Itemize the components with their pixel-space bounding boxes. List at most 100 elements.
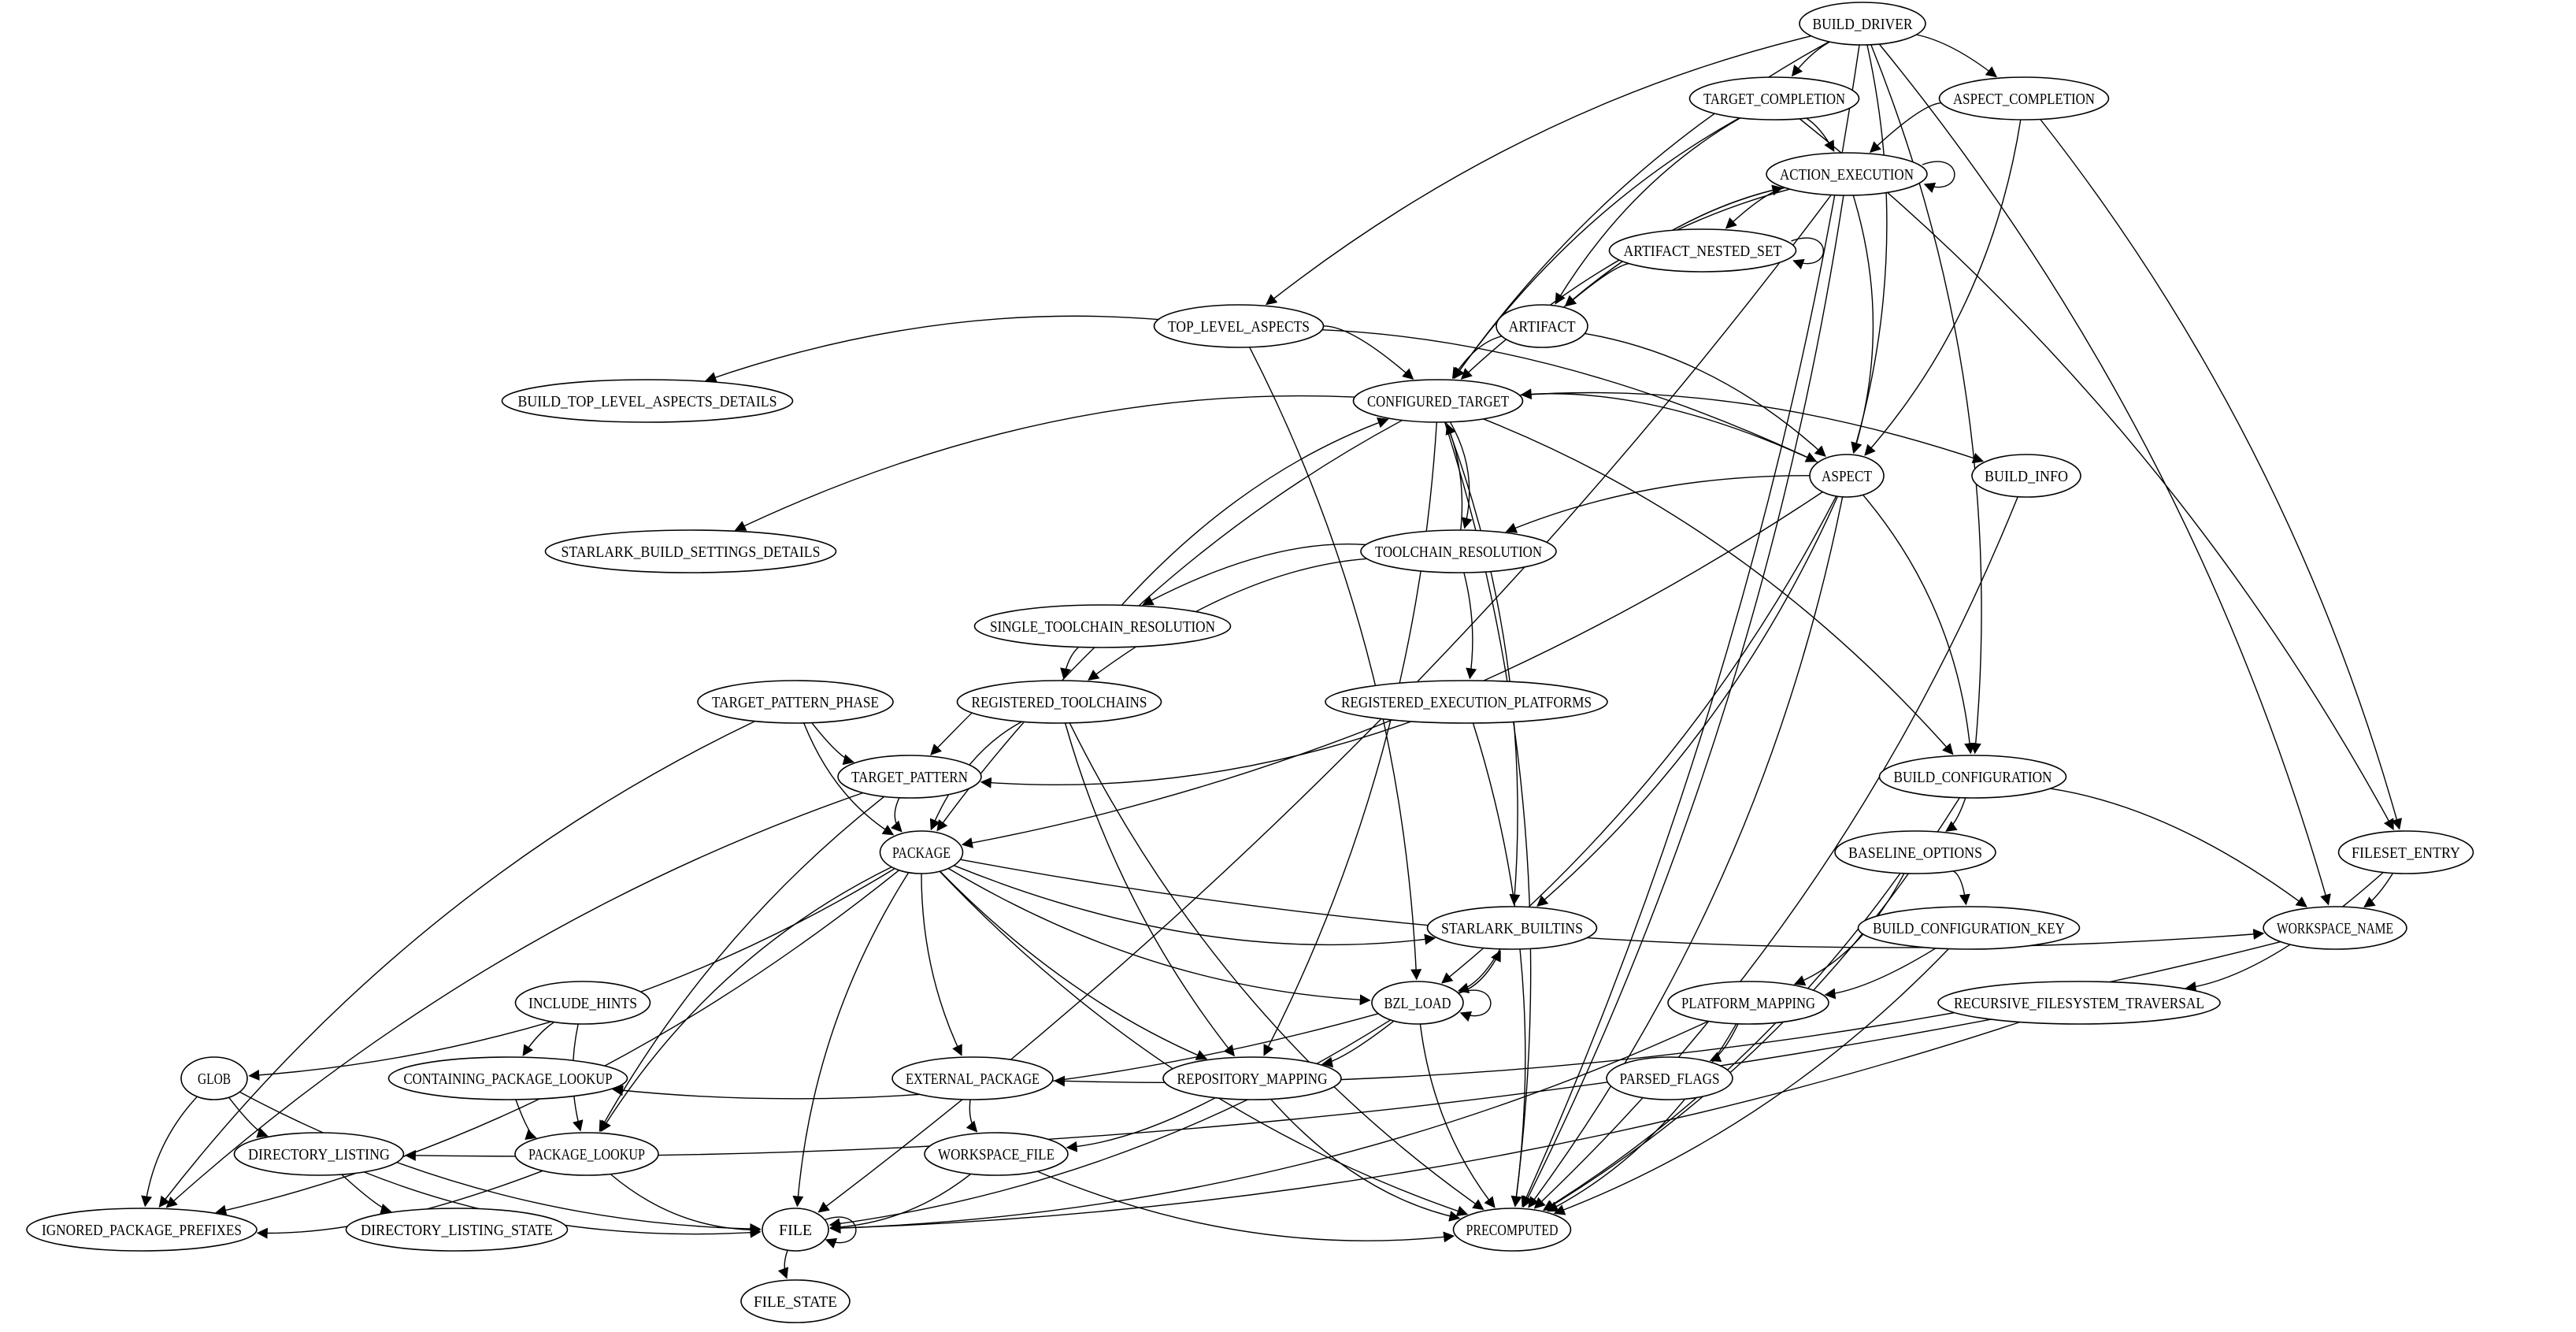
graph-edge-baseline_options-to-precomputed <box>1543 873 1901 1211</box>
node-ellipse <box>1857 906 2081 950</box>
node-label: GLOB <box>198 1070 231 1088</box>
node-label: CONTAINING_PACKAGE_LOOKUP <box>404 1070 613 1088</box>
graph-node-directory-listing: DIRECTORY_LISTING <box>233 1132 405 1176</box>
node-label: STARLARK_BUILTINS <box>1441 920 1583 937</box>
node-ellipse <box>1352 379 1524 423</box>
node-label: PACKAGE_LOOKUP <box>528 1146 645 1163</box>
graph-edge-build_configuration-to-baseline_options <box>1945 797 1966 832</box>
graph-edge-build_driver-to-workspace_name <box>1878 43 2331 906</box>
graph-node-artifact: ARTIFACT <box>1496 304 1588 348</box>
graph-edge-target_pattern_phase-to-package <box>803 722 895 836</box>
graph-node-build-configuration: BUILD_CONFIGURATION <box>1878 755 2067 799</box>
graph-edge-bzl_load-to-precomputed <box>1419 1023 1496 1208</box>
graph-node-package: PACKAGE <box>879 830 964 874</box>
node-label: BUILD_CONFIGURATION <box>1894 769 2052 786</box>
node-label: WORKSPACE_FILE <box>938 1146 1054 1163</box>
graph-edge-registered_toolchains-to-repository_mapping <box>1064 722 1235 1057</box>
graph-edge-aspect_completion-to-action_execution <box>1869 102 1942 153</box>
graph-edge-toolchain_resolution-to-registered_execution_platforms <box>1463 572 1477 680</box>
graph-edge-top_level_aspects-to-build_top_level_aspects_details <box>705 315 1158 383</box>
node-label: ACTION_EXECUTION <box>1780 166 1914 184</box>
graph-edge-aspect-to-starlark_builtins <box>1536 495 1839 907</box>
graph-node-workspace-file: WORKSPACE_FILE <box>924 1132 1069 1176</box>
node-label: ASPECT_COMPLETION <box>1953 91 2095 108</box>
node-label: INCLUDE_HINTS <box>528 995 637 1012</box>
graph-node-aspect: ASPECT <box>1809 454 1885 498</box>
node-label: WORKSPACE_NAME <box>2277 920 2393 937</box>
graph-node-starlark-build-settings-details: STARLARK_BUILD_SETTINGS_DETAILS <box>544 529 837 573</box>
node-label: FILESET_ENTRY <box>2352 844 2460 862</box>
node-label: BASELINE_OPTIONS <box>1848 844 1982 862</box>
node-ellipse <box>514 1132 659 1176</box>
node-ellipse <box>973 604 1232 648</box>
node-ellipse <box>891 1056 1054 1100</box>
graph-edge-workspace_file-to-file <box>829 1173 972 1233</box>
node-label: ARTIFACT <box>1509 318 1576 336</box>
node-ellipse <box>1667 981 1829 1025</box>
graph-node-target-pattern: TARGET_PATTERN <box>837 755 982 799</box>
node-label: BUILD_TOP_LEVEL_ASPECTS_DETAILS <box>518 393 777 410</box>
node-label: CONFIGURED_TARGET <box>1367 393 1509 410</box>
node-label: PACKAGE <box>892 844 951 862</box>
graph-edges-layer <box>141 34 2403 1279</box>
node-label: TARGET_PATTERN_PHASE <box>712 694 879 711</box>
graph-edge-bzl_load-to-repository_mapping <box>1321 1020 1395 1068</box>
graph-edge-bzl_load-to-file <box>828 1019 1392 1230</box>
node-label: TARGET_PATTERN <box>851 769 968 786</box>
graph-edge-glob-to-file <box>239 1091 762 1234</box>
graph-edge-target_completion-to-fileset_entry <box>1799 118 2394 831</box>
node-label: PRECOMPUTED <box>1466 1222 1559 1239</box>
graph-edge-registered_toolchains-to-target_pattern <box>930 712 973 755</box>
node-label: RECURSIVE_FILESYSTEM_TRAVERSAL <box>1954 995 2204 1012</box>
graph-edge-registered_toolchains-to-package <box>929 721 1023 831</box>
graph-edge-aspect_completion-to-aspect <box>1864 119 2022 456</box>
graph-node-aspect-completion: ASPECT_COMPLETION <box>1938 76 2110 121</box>
node-label: REGISTERED_EXECUTION_PLATFORMS <box>1341 694 1592 711</box>
node-label: BUILD_INFO <box>1985 468 2068 485</box>
node-label: PARSED_FLAGS <box>1620 1070 1720 1088</box>
node-ellipse <box>1809 454 1885 498</box>
graph-edge-glob-to-directory_listing <box>228 1096 269 1138</box>
graph-edge-build_driver-to-precomputed <box>1521 44 1860 1208</box>
graph-edge-fileset_entry-to-workspace_name <box>2363 873 2394 908</box>
graph-edge-configured_target-to-build_configuration <box>1483 418 1954 755</box>
graph-edge-configured_target-to-build_info <box>1519 391 1985 464</box>
graph-edge-build_info-to-precomputed <box>1533 496 2018 1209</box>
graph-edge-build_driver-to-aspect_completion <box>1916 34 1998 78</box>
node-ellipse <box>180 1056 248 1100</box>
graph-edge-package-to-workspace_name <box>960 859 2265 948</box>
graph-edge-package-to-file <box>792 872 910 1208</box>
graph-edge-build_configuration_key-to-precomputed <box>1553 948 1949 1215</box>
graph-edge-build_driver-to-aspect <box>1851 44 1888 454</box>
graph-node-glob: GLOB <box>180 1056 248 1100</box>
graph-edge-action_execution-to-configured_target <box>1460 188 1790 380</box>
graph-edge-containing_package_lookup-to-package_lookup <box>515 1099 537 1141</box>
node-ellipse <box>1834 830 1996 874</box>
graph-edge-target_pattern_phase-to-target_pattern <box>811 722 854 766</box>
graph-edge-baseline_options-to-platform_mapping <box>1793 873 1905 986</box>
node-ellipse <box>1325 680 1608 724</box>
node-ellipse <box>514 981 651 1025</box>
graph-node-workspace-name: WORKSPACE_NAME <box>2263 906 2407 950</box>
graph-node-platform-mapping: PLATFORM_MAPPING <box>1667 981 1829 1025</box>
graph-node-parsed-flags: PARSED_FLAGS <box>1606 1056 1733 1100</box>
graph-edge-artifact-to-action_execution <box>1563 184 1784 308</box>
node-label: DIRECTORY_LISTING_STATE <box>361 1222 553 1239</box>
graph-node-recursive-filesystem-traversal: RECURSIVE_FILESYSTEM_TRAVERSAL <box>1937 981 2221 1025</box>
graph-edge-file-to-file <box>823 1216 857 1249</box>
node-ellipse <box>1360 529 1557 573</box>
graph-node-build-driver: BUILD_DRIVER <box>1799 2 1926 46</box>
node-ellipse <box>2337 830 2474 874</box>
node-ellipse <box>1608 228 1797 273</box>
graph-edge-package-to-starlark_builtins <box>953 865 1436 946</box>
graph-edge-workspace_file-to-precomputed <box>1036 1171 1455 1243</box>
node-ellipse <box>1496 304 1588 348</box>
node-ellipse <box>837 755 982 799</box>
graph-edge-single_toolchain_resolution-to-configured_target <box>1121 417 1389 606</box>
graph-edge-platform_mapping-to-precomputed <box>1547 1023 1737 1212</box>
node-label: REGISTERED_TOOLCHAINS <box>972 694 1147 711</box>
graph-node-registered-toolchains: REGISTERED_TOOLCHAINS <box>956 680 1162 724</box>
graph-edge-bzl_load-to-bzl_load <box>1458 989 1492 1022</box>
graph-edge-artifact-to-aspect <box>1585 332 1826 458</box>
